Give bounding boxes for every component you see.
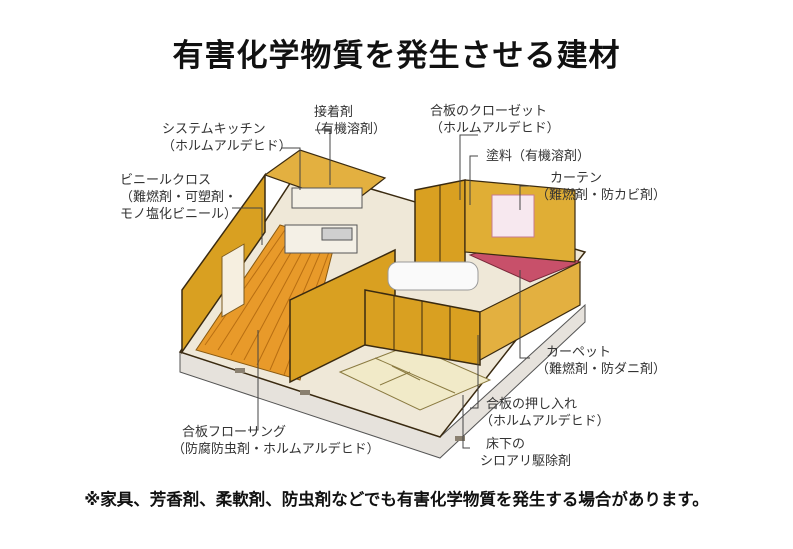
label-plywood-closet: 合板のクローゼット （ホルムアルデヒド）: [430, 104, 560, 136]
leader-carpet: [519, 270, 530, 359]
futon-stack: [387, 261, 479, 291]
label-adhesive: 接着剤 （有機溶剤）: [308, 105, 387, 137]
label-vinyl-cloth: ビニールクロス （難燃剤・可塑剤・ モノ塩化ビニール）: [120, 173, 238, 222]
left-window: [221, 243, 245, 318]
footnote: ※家具、芳香剤、柔軟剤、防虫剤などでも有害化学物質を発生する場合があります。: [84, 490, 709, 509]
leader-lines: [232, 129, 530, 449]
tatami-lines: [374, 357, 456, 394]
leader-plywood-storage: [470, 335, 479, 409]
leader-system-kitchen: [282, 147, 301, 190]
curtain: [491, 194, 535, 238]
foundation-vent: [455, 436, 465, 441]
center-partition-wall: [289, 248, 396, 384]
foundation-vent: [300, 390, 310, 395]
kitchen-stove: [321, 227, 353, 241]
foundation-vent: [235, 368, 245, 373]
leader-paint: [469, 155, 478, 205]
label-plywood-oshiire: 合板の押し入れ （ホルムアルデヒド）: [480, 397, 610, 429]
kitchen-cabinet-upper: [291, 187, 363, 209]
page-title: 有害化学物質を発生させる建材: [172, 38, 621, 74]
oshiire-door-lines: [393, 296, 451, 360]
label-system-kitchen: システムキッチン （ホルムアルデヒド）: [162, 122, 292, 154]
right-outer-wall: [479, 261, 581, 362]
leader-adhesive: [315, 129, 331, 185]
label-termite-treatment: 床下の シロアリ駆除剤: [480, 437, 572, 469]
label-curtain: カーテン （難燃剤・防カビ剤）: [536, 171, 667, 203]
label-paint: 塗料（有機溶剤）: [486, 149, 591, 164]
leader-termite: [462, 395, 470, 449]
leader-vinyl-cloth: [232, 207, 263, 245]
leader-curtain: [519, 185, 530, 210]
label-plywood-flooring: 合板フローリング （防腐防虫剤・ホルムアルデヒド）: [172, 425, 380, 457]
leader-flooring: [248, 330, 259, 431]
leader-closet: [459, 134, 478, 200]
label-carpet: カーペット （難燃剤・防ダニ剤）: [536, 345, 667, 377]
